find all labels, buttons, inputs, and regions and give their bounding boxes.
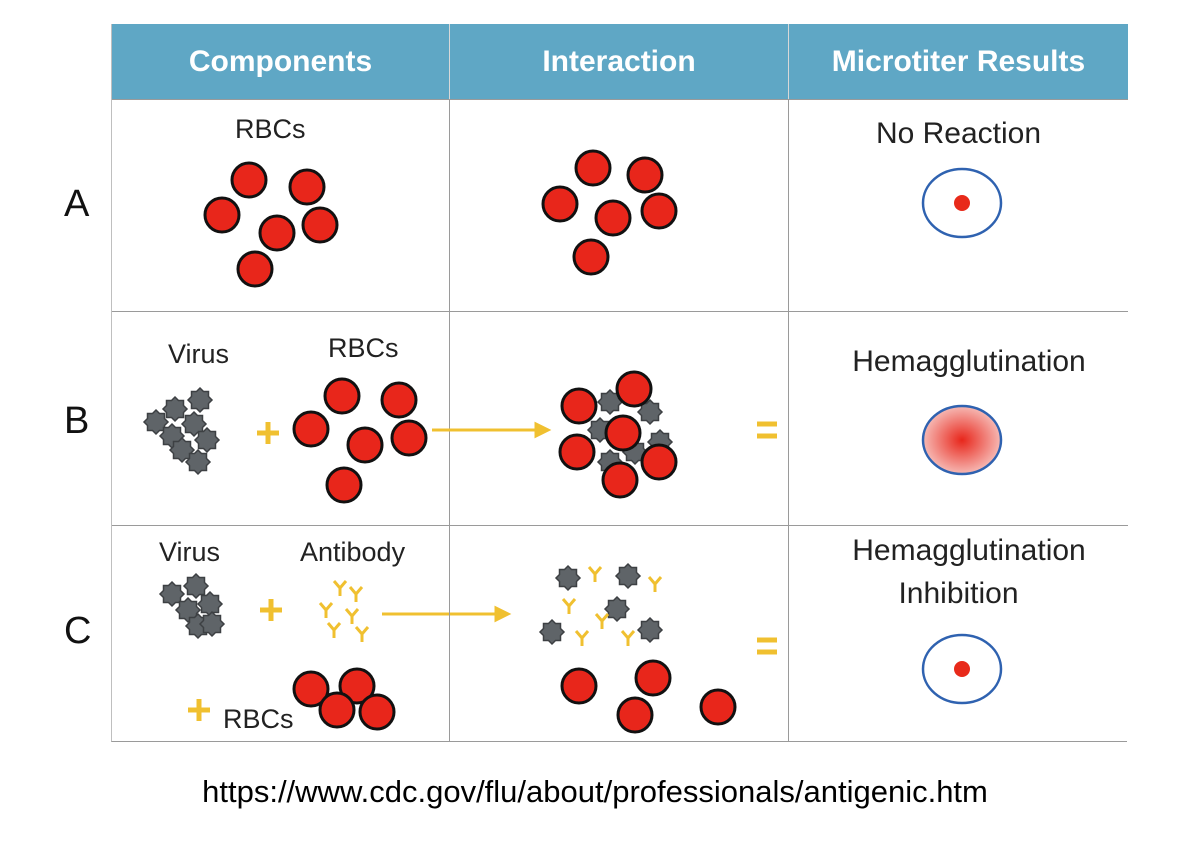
rbc: [541, 185, 579, 223]
rbc: [325, 466, 363, 504]
plus-icon: [188, 699, 210, 721]
rbc: [572, 238, 610, 276]
row-label-b: B: [64, 400, 90, 442]
row-label-a: A: [64, 183, 90, 225]
virus-label: Virus: [168, 339, 230, 369]
row-c-interaction: [450, 525, 789, 742]
virus-plus-rbcs: [143, 377, 428, 504]
rbc: [558, 433, 596, 471]
rbc: [301, 206, 339, 244]
row-a-components: RBCs: [112, 99, 450, 311]
rbc: [616, 696, 654, 734]
equals-icon: [757, 421, 777, 439]
inhibited-mixture: [450, 563, 737, 734]
virus-cluster-icon: [143, 387, 220, 475]
rbc: [699, 688, 737, 726]
row-label-c: C: [64, 610, 92, 652]
row-c-results: Hemagglutination Inhibition: [757, 525, 1128, 742]
rbc: [346, 426, 384, 464]
plus-icon: [257, 422, 279, 444]
row-a-results: No Reaction: [789, 99, 1128, 311]
rbc: [292, 670, 330, 708]
result-hemagglutination-inhibition-line2: Inhibition: [898, 577, 1019, 610]
rbcs-label: RBCs: [235, 114, 306, 144]
rbc: [634, 659, 672, 697]
rbc: [236, 250, 274, 288]
agglutinated-cluster: [432, 370, 678, 499]
plus-icon: [260, 599, 282, 621]
rbc: [390, 419, 428, 457]
rbc: [560, 667, 598, 705]
virus-cluster-icon: [539, 563, 663, 645]
rbc: [574, 149, 612, 187]
rbc: [338, 667, 376, 705]
source-url: https://www.cdc.gov/flu/about/profession…: [202, 774, 988, 809]
result-hemagglutination-inhibition-line1: Hemagglutination: [852, 534, 1086, 567]
antibody-cluster-icon: [318, 579, 370, 644]
rbcs-label: RBCs: [223, 704, 294, 734]
well-inhibition-icon: [757, 633, 1003, 705]
virus-antibody-rbcs: [159, 573, 449, 731]
rbc: [626, 156, 664, 194]
row-b-interaction: [432, 311, 789, 525]
row-b-results: Hemagglutination: [757, 311, 1128, 525]
rbc: [560, 387, 598, 425]
rbcs-label: RBCs: [328, 333, 399, 363]
rbc: [380, 381, 418, 419]
arrow-icon: [450, 605, 512, 623]
rbc: [318, 691, 356, 729]
result-hemagglutination: Hemagglutination: [852, 345, 1086, 378]
rbc: [230, 161, 268, 199]
row-a-interaction: [450, 99, 789, 311]
antibody-label: Antibody: [300, 537, 406, 567]
well-no-reaction-icon: [921, 167, 1003, 239]
rbc: [640, 192, 678, 230]
rbc: [604, 414, 642, 452]
header-components: Components: [112, 24, 450, 99]
rbc: [615, 370, 653, 408]
header-interaction: Interaction: [450, 24, 789, 99]
equals-icon: [757, 637, 777, 655]
virus-cluster-icon: [159, 573, 225, 639]
virus-label: Virus: [159, 537, 221, 567]
rbc: [203, 196, 241, 234]
arrow-icon: [432, 421, 552, 439]
rbc-cluster: [203, 161, 339, 288]
row-b-components: Virus RBCs: [112, 311, 450, 525]
hemagglutination-table: Components Interaction Microtiter Result…: [111, 24, 1128, 742]
well-hemagglutination-icon: [757, 404, 1003, 476]
result-no-reaction: No Reaction: [875, 117, 1042, 150]
rbc-cluster: [541, 149, 678, 276]
rbc: [292, 410, 330, 448]
rbc: [358, 693, 396, 731]
row-c-components: Virus Antibody RBCs: [112, 525, 450, 742]
rbc: [601, 461, 639, 499]
rbc: [258, 214, 296, 252]
rbc: [323, 377, 361, 415]
header-microtiter-results: Microtiter Results: [789, 24, 1128, 99]
rbc: [594, 199, 632, 237]
rbc: [640, 443, 678, 481]
rbc: [288, 168, 326, 206]
